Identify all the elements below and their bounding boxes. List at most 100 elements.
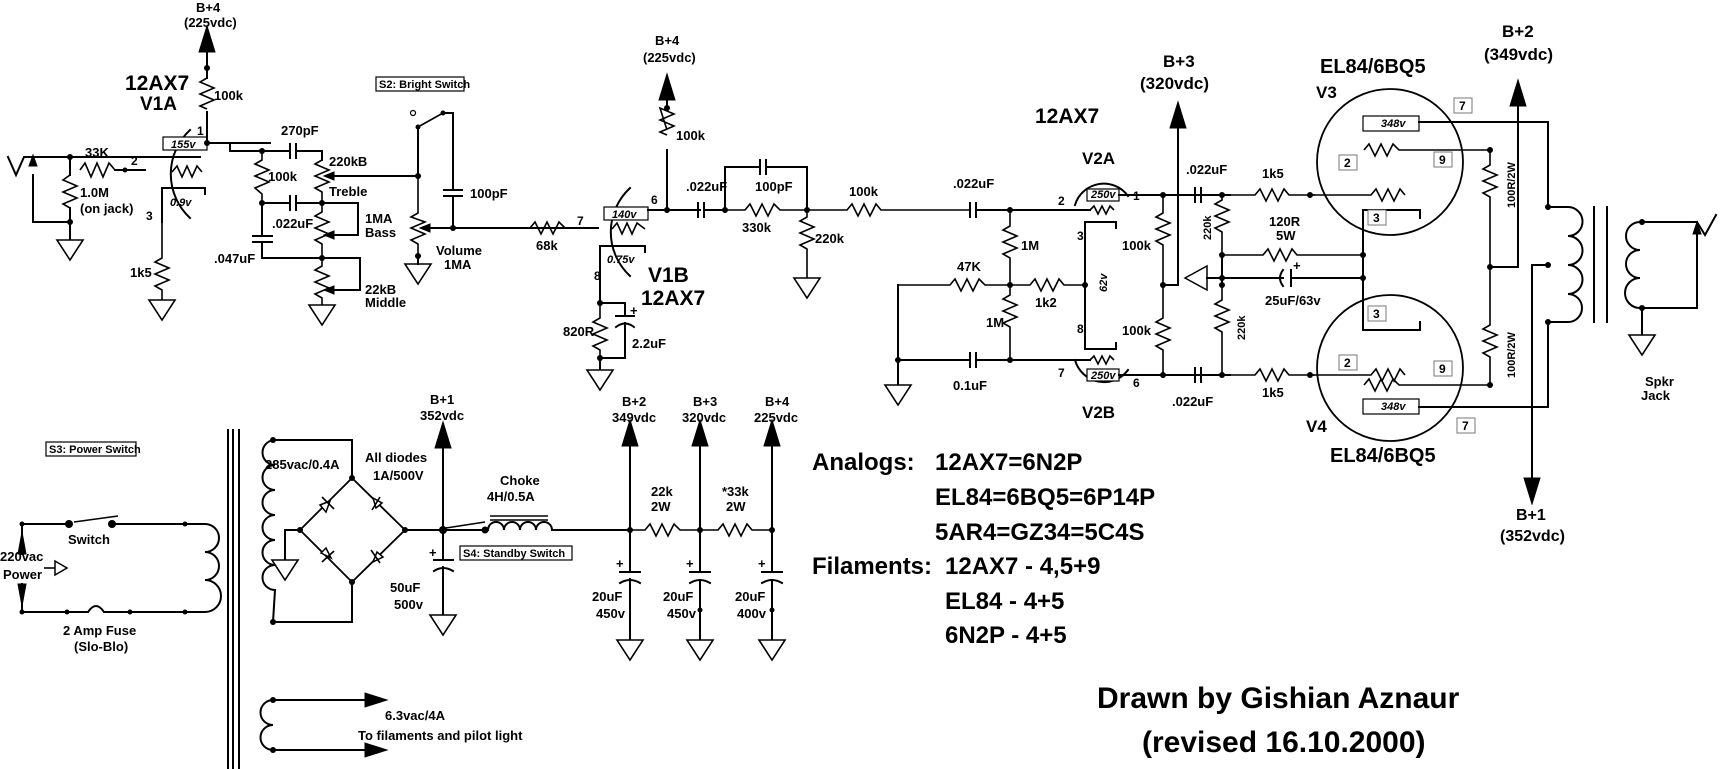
ground-icon xyxy=(429,614,457,636)
label-r-jack: 1.0M xyxy=(80,185,109,200)
label-pa-r-cath-w: 5W xyxy=(1276,228,1296,243)
ground-icon xyxy=(148,299,176,321)
power-switch[interactable] xyxy=(65,515,119,528)
plus-sign: + xyxy=(630,303,638,318)
label-r-div-gnd: 220k xyxy=(815,231,845,246)
ground-icon xyxy=(586,369,614,391)
resistor-220k-grid-b xyxy=(1212,285,1232,375)
ground-icon xyxy=(884,384,912,406)
v3-name-label: V3 xyxy=(1316,83,1337,102)
label-c-bright: 100pF xyxy=(470,186,508,201)
pin-label: 6 xyxy=(1133,376,1140,390)
v1a-name-label: V1A xyxy=(140,94,177,115)
bridge-rectifier xyxy=(297,475,408,585)
pin-label: 3 xyxy=(146,209,153,223)
supply-label: B+4 xyxy=(765,394,790,409)
plus-sign: + xyxy=(758,556,766,571)
label-middle: Middle xyxy=(365,295,406,310)
label-c-mid: .047uF xyxy=(214,251,255,266)
resistor-100r-screen-a xyxy=(1480,150,1500,267)
v3-type-label: EL84/6BQ5 xyxy=(1320,56,1426,78)
filter-cap-1: + xyxy=(616,529,642,591)
pin-label: 9 xyxy=(1439,153,1446,167)
supply-voltage: 349vdc xyxy=(612,410,656,425)
resistor-1m-b xyxy=(1000,285,1020,360)
pin-label: 2 xyxy=(1344,156,1351,170)
standby-switch[interactable] xyxy=(445,521,489,534)
label-pi-c-grid-b: 0.1uF xyxy=(953,378,987,393)
pin-label: 8 xyxy=(1077,322,1084,336)
label-r-cath2: 820R xyxy=(563,324,595,339)
pin-label: 8 xyxy=(594,269,601,283)
choke-icon xyxy=(486,521,631,532)
tube-v2: 250v 250v 62v xyxy=(1073,182,1130,384)
supply-voltage: 352vdc xyxy=(420,408,464,423)
supply-voltage: (320vdc) xyxy=(1140,74,1209,93)
analog-line: 5AR4=GZ34=5C4S xyxy=(935,519,1144,546)
ground-icon xyxy=(404,263,432,285)
label-r-drop1: 22k xyxy=(651,484,673,499)
label-fil-winding: 6.3vac/4A xyxy=(385,708,446,723)
standby-switch-label-box xyxy=(459,545,573,561)
plus-sign: + xyxy=(429,545,437,560)
ground-icon xyxy=(686,639,714,661)
label-pa-r-grid-stop-b: 1k5 xyxy=(1262,385,1284,400)
power-switch-label-box xyxy=(45,441,137,457)
label-c-cath2: 2.2uF xyxy=(632,336,666,351)
plus-sign: + xyxy=(1293,258,1301,273)
pin-label: 6 xyxy=(651,193,658,207)
label-volume: Volume xyxy=(436,243,482,258)
label-pa-r-screen-a: 100R/2W xyxy=(1506,162,1518,208)
pin-label: 7 xyxy=(577,214,584,228)
supply-label: B+4 xyxy=(196,0,221,15)
resistor-100r-screen-b xyxy=(1480,267,1500,385)
pot-volume[interactable] xyxy=(408,176,428,256)
label-jack: Jack xyxy=(1641,388,1671,403)
supply-arrow-icon xyxy=(1523,477,1541,505)
ground-icon xyxy=(271,559,299,581)
label-r-drop1-w: 2W xyxy=(651,499,671,514)
output-transformer-secondary xyxy=(1624,221,1643,309)
label-bass: Bass xyxy=(365,225,396,240)
supply-voltage: (225vdc) xyxy=(643,50,696,65)
label-spkr: Spkr xyxy=(1645,374,1674,389)
supply-label: B+1 xyxy=(1516,507,1546,524)
bright-switch[interactable] xyxy=(409,109,446,130)
label-pa-c-cath: 25uF/63v xyxy=(1265,293,1321,308)
analogs-note: Analogs: 12AX7=6N2P EL84=6BQ5=6P14P 5AR4… xyxy=(812,449,1155,546)
resistor-1k5-cathode xyxy=(148,222,176,321)
label-fuse-type: (Slo-Blo) xyxy=(74,639,128,654)
pot-treble xyxy=(312,159,332,203)
label-hv-winding: 285vac/0.4A xyxy=(265,457,340,472)
v1b-type-label: 12AX7 xyxy=(641,287,705,310)
pin-label: 2 xyxy=(1058,194,1065,208)
label-r-tone: 100k xyxy=(268,169,298,184)
feedback-arrow-icon xyxy=(1183,264,1208,292)
v4-type-label: EL84/6BQ5 xyxy=(1330,445,1436,467)
v2b-name-label: V2B xyxy=(1082,403,1115,422)
label-pi-r-plate-b: 100k xyxy=(1122,323,1152,338)
label-diodes-rating: 1A/500V xyxy=(373,468,424,483)
pin-label: 7 xyxy=(1058,366,1065,380)
resistor-220k-div xyxy=(797,210,817,278)
input-jack-icon xyxy=(6,153,201,223)
mains-input-icon xyxy=(54,559,69,577)
label-r-drop2-w: 2W xyxy=(726,499,746,514)
label-c-res-v: 500v xyxy=(394,597,424,612)
pin-label: 2 xyxy=(131,154,138,168)
resistor-120r xyxy=(1222,247,1363,263)
ground-icon xyxy=(56,239,84,261)
v1a-cathode-voltage: 0.9v xyxy=(170,197,192,209)
ground-icon xyxy=(793,277,821,299)
supply-voltage: 225vdc xyxy=(754,410,798,425)
supply-voltage: (352vdc) xyxy=(1500,528,1565,545)
analog-line: 12AX7=6N2P xyxy=(935,449,1082,476)
power-switch-label: S3: Power Switch xyxy=(49,444,141,456)
label-pi-c-out-b: .022uF xyxy=(1172,394,1213,409)
label-pa-r-screen-b: 100R/2W xyxy=(1506,332,1518,378)
v3-plate-voltage: 348v xyxy=(1381,118,1406,130)
resistor-100k-series xyxy=(807,202,970,218)
pin-label: 3 xyxy=(1373,211,1380,225)
label-r-jack-note: (on jack) xyxy=(80,201,133,216)
